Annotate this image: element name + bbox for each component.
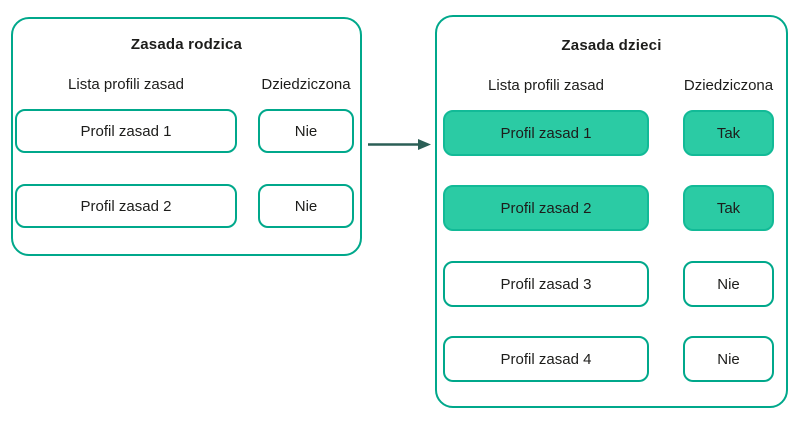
child-column-header-profiles: Lista profili zasad bbox=[488, 77, 604, 94]
child-profile-box-4: Profil zasad 4 bbox=[443, 336, 649, 382]
child-profile-box-3: Profil zasad 3 bbox=[443, 261, 649, 307]
child-policy-panel: Zasada dzieci Lista profili zasad Dziedz… bbox=[435, 15, 788, 408]
parent-profile-box-1: Profil zasad 1 bbox=[15, 109, 237, 153]
child-inherited-badge-4: Nie bbox=[683, 336, 774, 382]
parent-policy-panel: Zasada rodzica Lista profili zasad Dzied… bbox=[11, 17, 362, 256]
parent-policy-title: Zasada rodzica bbox=[130, 36, 243, 53]
child-inherited-badge-1: Tak bbox=[683, 110, 774, 156]
child-policy-title: Zasada dzieci bbox=[561, 37, 662, 54]
child-profile-box-2: Profil zasad 2 bbox=[443, 185, 649, 231]
child-inherited-badge-3: Nie bbox=[683, 261, 774, 307]
inheritance-arrow-icon bbox=[368, 139, 431, 150]
child-inherited-badge-2: Tak bbox=[683, 185, 774, 231]
parent-column-header-profiles: Lista profili zasad bbox=[68, 76, 184, 93]
child-profile-box-1: Profil zasad 1 bbox=[443, 110, 649, 156]
parent-column-header-inherited: Dziedziczona bbox=[261, 76, 351, 93]
parent-inherited-badge-1: Nie bbox=[258, 109, 354, 153]
child-column-header-inherited: Dziedziczona bbox=[683, 77, 774, 94]
parent-inherited-badge-2: Nie bbox=[258, 184, 354, 228]
parent-profile-box-2: Profil zasad 2 bbox=[15, 184, 237, 228]
